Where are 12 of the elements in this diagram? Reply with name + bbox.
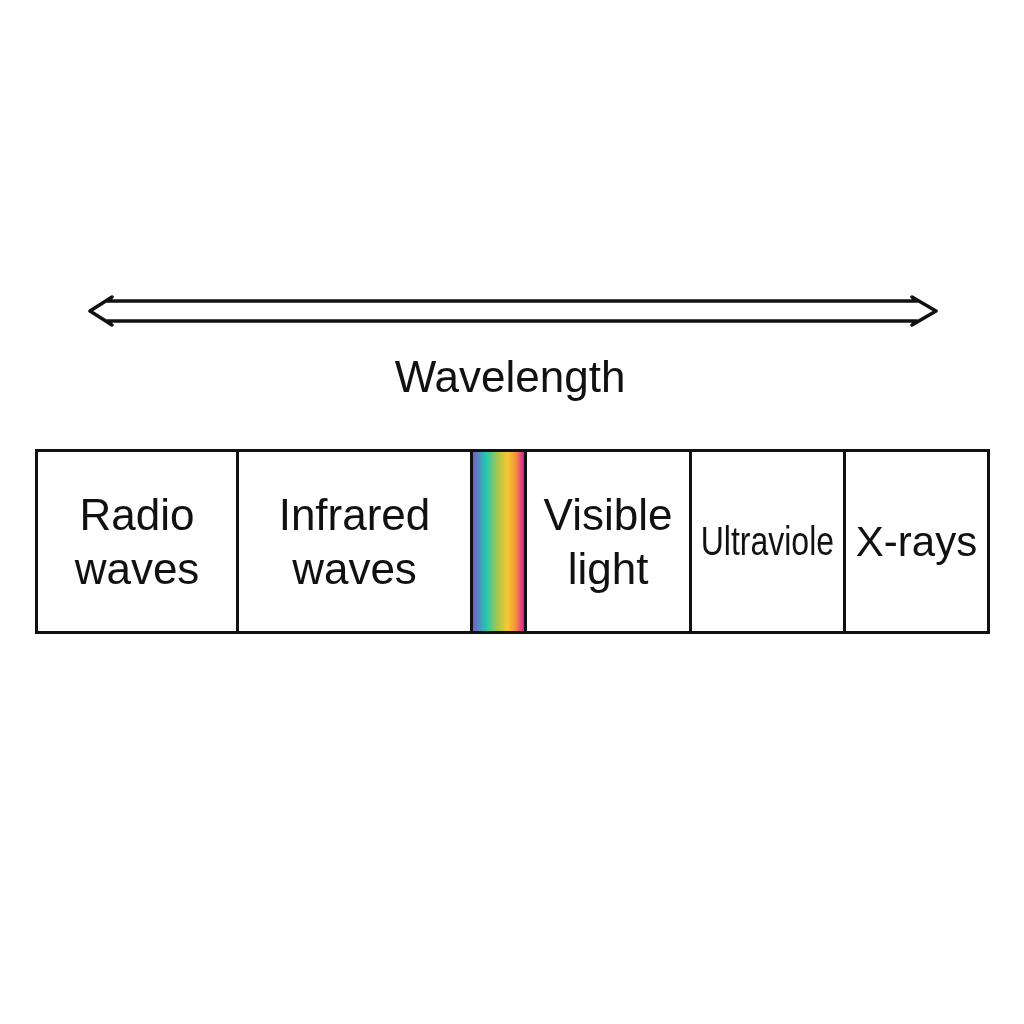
region-label: Radio waves [73, 488, 201, 595]
region-cell [689, 449, 846, 634]
arrow-label: Wavelength [394, 352, 626, 402]
region-cell [236, 449, 473, 634]
region-cell [843, 449, 990, 634]
region-label: X-rays [855, 516, 978, 567]
region-label: Visible light [542, 488, 674, 595]
region-label: Infrared waves [277, 488, 432, 595]
region-cell [524, 449, 692, 634]
region-cell [35, 449, 239, 634]
region-label: Ultraviole [700, 518, 835, 566]
spectrum-bar [470, 449, 527, 634]
